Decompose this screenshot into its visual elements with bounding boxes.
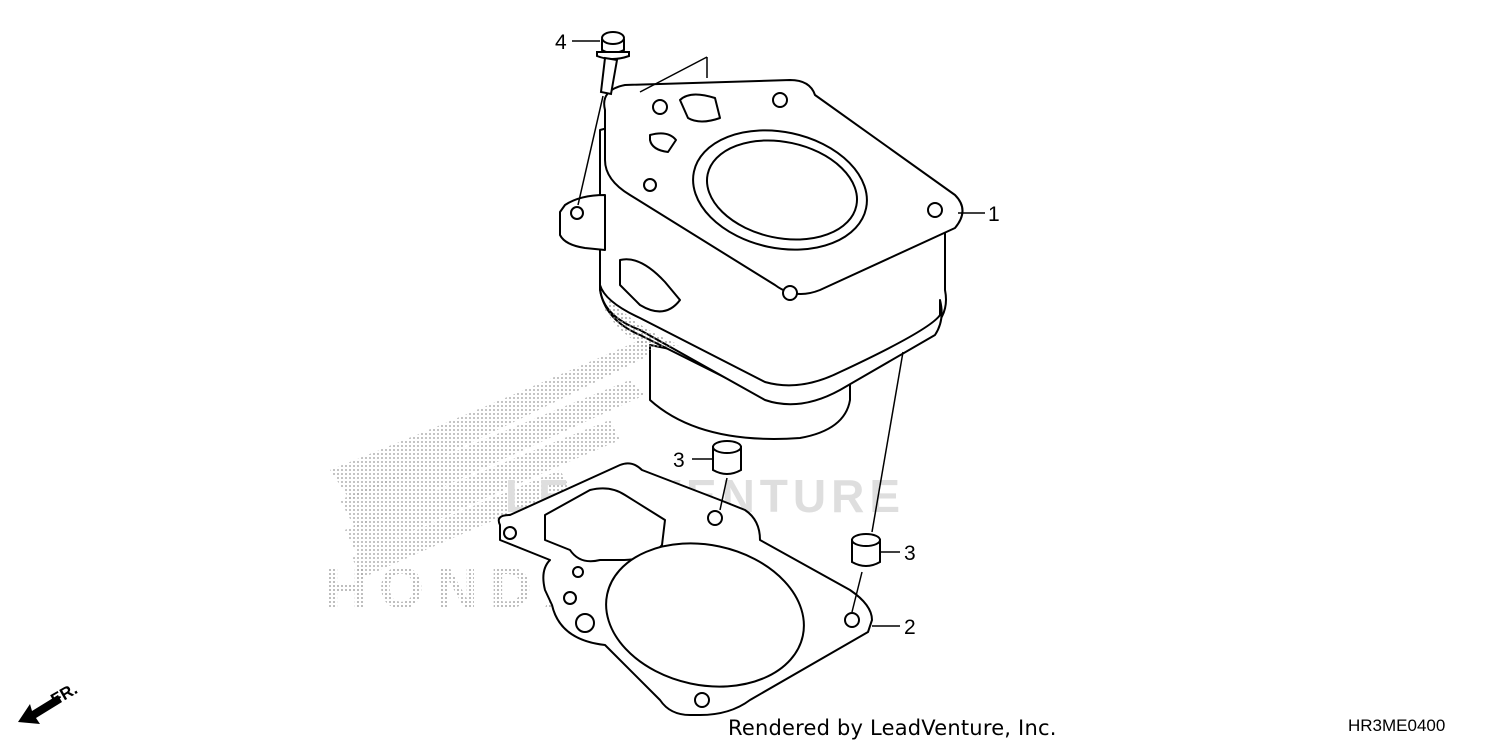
honda-wing-watermark	[330, 340, 660, 578]
callout-4[interactable]: 4	[555, 31, 567, 54]
rendered-by-credit: Rendered by LeadVenture, Inc.	[728, 716, 1057, 740]
callout-3-upper[interactable]: 3	[673, 449, 685, 472]
diagram-code: HR3ME0400	[1348, 716, 1446, 735]
honda-brand-watermark: HONDA	[325, 556, 598, 621]
front-direction-arrow-icon: FR.	[18, 679, 81, 724]
cylinder-part[interactable]	[559, 79, 964, 440]
assembly-lines	[572, 40, 985, 627]
callout-2[interactable]: 2	[904, 616, 916, 639]
gasket-part[interactable]	[497, 462, 873, 716]
bolt-part[interactable]	[596, 31, 630, 96]
callout-3-lower[interactable]: 3	[904, 542, 916, 565]
cylinder-base-shading	[605, 300, 680, 350]
callout-1[interactable]: 1	[988, 203, 1000, 226]
dowel-pin-part[interactable]	[851, 533, 881, 567]
dowel-pin-part[interactable]	[712, 440, 742, 475]
